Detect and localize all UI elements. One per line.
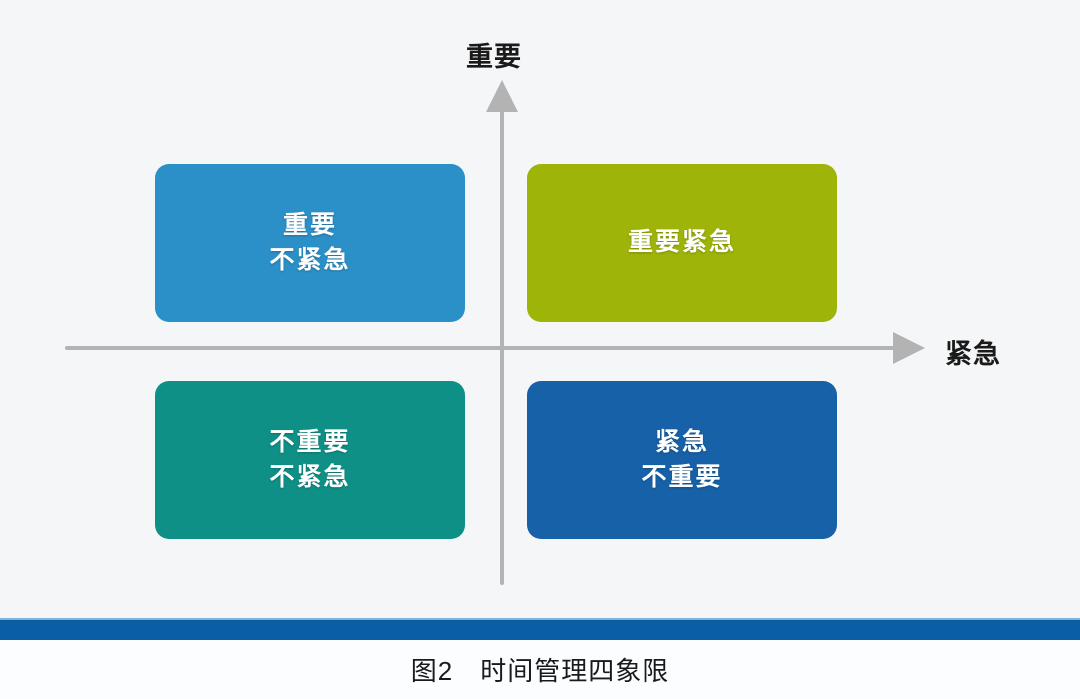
quadrant-label-line-1: 不重要 [269, 427, 351, 456]
figure-caption: 图2 时间管理四象限 [410, 656, 670, 686]
quadrant-label-line-1: 紧急 [654, 427, 709, 456]
vertical-axis-line [500, 108, 504, 585]
quadrant-label-line-2: 不紧急 [269, 246, 351, 274]
quadrant-urgent-not-important[interactable]: 紧急 不重要 [527, 381, 846, 547]
quadrant-not-important-not-urgent[interactable]: 不重要 不紧急 [155, 381, 474, 547]
vertical-axis-label: 重要 [466, 42, 522, 72]
section-divider-bar [0, 618, 1080, 642]
quadrant-3d-edge [462, 172, 474, 330]
quadrant-3d-edge [834, 172, 846, 330]
quadrant-diagram: 重要 紧急 重要 不紧急 重要紧急 不重要 不紧急 紧急 不重要 [65, 42, 1001, 585]
quadrant-label-line-1: 重要紧急 [627, 228, 736, 257]
horizontal-axis-arrow-icon [893, 332, 925, 364]
horizontal-axis-label: 紧急 [945, 339, 1001, 369]
quadrant-important-not-urgent[interactable]: 重要 不紧急 [155, 164, 474, 330]
quadrant-3d-edge [834, 389, 846, 547]
quadrant-3d-edge [462, 389, 474, 547]
vertical-axis-arrow-icon [486, 80, 518, 112]
quadrant-important-urgent[interactable]: 重要紧急 [527, 164, 846, 330]
quadrant-label-line-2: 不紧急 [269, 463, 351, 491]
quadrant-label-line-2: 不重要 [641, 463, 723, 491]
caption-area: 图2 时间管理四象限 [0, 640, 1080, 699]
quadrant-label-line-1: 重要 [282, 210, 337, 239]
horizontal-axis-line [65, 346, 897, 350]
